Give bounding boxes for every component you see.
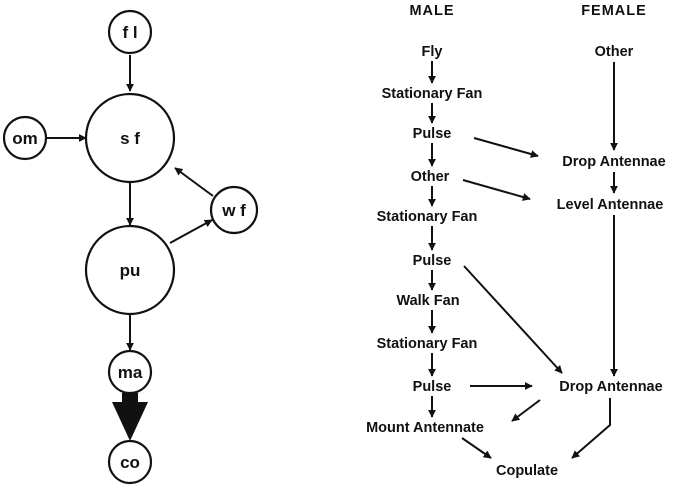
state-diagram: f l om s f w f pu ma co: [2, 9, 259, 485]
node-fl-label: f l: [122, 23, 137, 42]
node-wf: w f: [209, 185, 259, 235]
node-co: co: [107, 439, 153, 485]
arrow-pulse-1-to-drop-antennae: [473, 137, 539, 158]
arrow-drop-antennae-2-to-mount-antennate: [511, 399, 541, 422]
final-step-copulate: Copulate: [496, 463, 558, 479]
arrow-other-to-level-antennae: [462, 179, 531, 201]
edge-wf-sf: [174, 167, 214, 197]
male-step-pulse-2: Pulse: [413, 253, 452, 269]
arrow-mount-antennate-to-copulate: [461, 437, 492, 459]
node-om: om: [2, 115, 48, 161]
node-om-label: om: [12, 129, 38, 148]
node-ma: ma: [107, 349, 153, 395]
male-step-pulse-3: Pulse: [413, 379, 452, 395]
node-co-label: co: [120, 453, 140, 472]
male-step-stationary-fan-2: Stationary Fan: [377, 209, 478, 225]
female-step-level-antennae: Level Antennae: [557, 197, 664, 213]
male-step-other: Other: [411, 169, 450, 185]
male-step-stationary-fan-3: Stationary Fan: [377, 336, 478, 352]
male-step-stationary-fan-1: Stationary Fan: [382, 86, 483, 102]
male-step-fly: Fly: [422, 44, 443, 60]
female-header: FEMALE: [581, 3, 647, 19]
arrow-drop-antennae-2-to-copulate: [571, 398, 611, 459]
edge-ma-co-heavy: [112, 393, 148, 441]
female-step-other: Other: [595, 44, 634, 60]
male-header: MALE: [409, 3, 454, 19]
arrow-pulse-2-to-drop-antennae-2: [463, 265, 563, 374]
flow-diagram: MALE FEMALE Fly Stationary Fan Pulse Oth…: [366, 3, 666, 479]
female-step-drop-antennae-2: Drop Antennae: [559, 379, 662, 395]
node-fl: f l: [107, 9, 153, 55]
node-sf: s f: [84, 92, 176, 184]
node-pu: pu: [84, 224, 176, 316]
node-sf-label: s f: [120, 129, 140, 148]
edge-pu-wf: [169, 219, 213, 244]
node-ma-label: ma: [118, 363, 143, 382]
male-step-mount-antennate: Mount Antennate: [366, 420, 484, 436]
node-wf-label: w f: [221, 201, 246, 220]
node-pu-label: pu: [120, 261, 141, 280]
male-step-walk-fan: Walk Fan: [396, 293, 459, 309]
male-step-pulse-1: Pulse: [413, 126, 452, 142]
female-step-drop-antennae-1: Drop Antennae: [562, 154, 665, 170]
